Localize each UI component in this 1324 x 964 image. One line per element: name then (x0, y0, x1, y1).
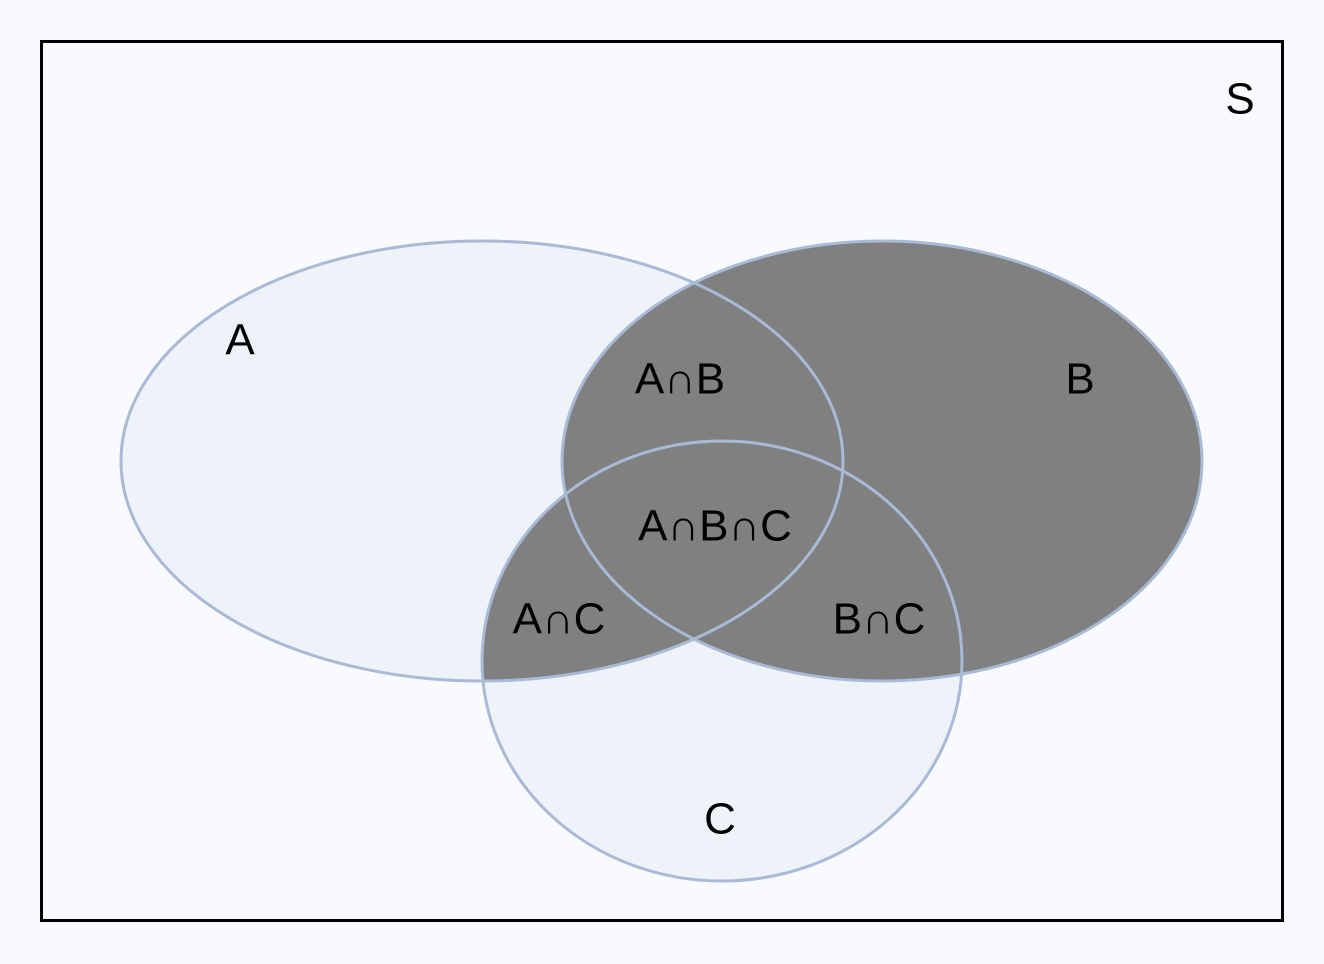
set-a-label: A (225, 316, 255, 365)
set-c-label: C (704, 795, 736, 844)
a-and-b-and-c-label: A∩B∩C (638, 502, 792, 551)
set-c-outline (480, 439, 964, 883)
a-and-b-label: A∩B (635, 355, 725, 404)
b-and-c-label: B∩C (833, 595, 926, 644)
a-and-c-label: A∩C (513, 595, 606, 644)
set-b-label: B (1065, 355, 1094, 404)
universe-label: S (1225, 75, 1254, 124)
set-b-outline (560, 239, 1204, 683)
